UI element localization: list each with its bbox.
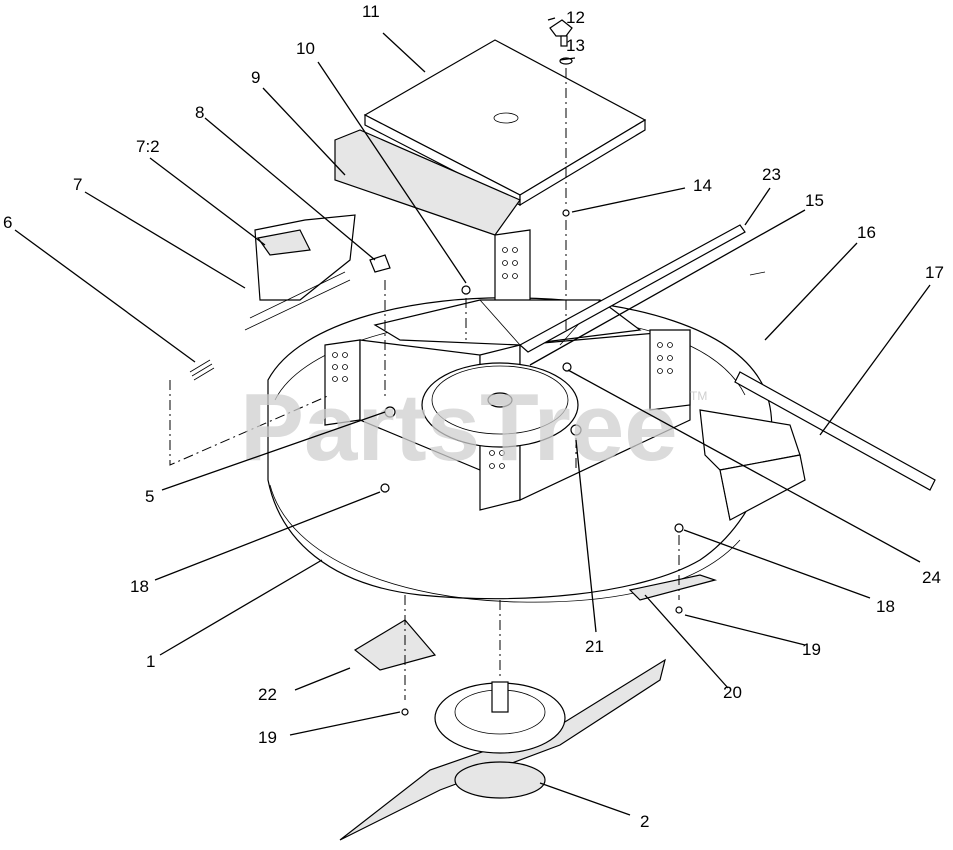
watermark: PartsTree TM <box>240 374 707 481</box>
callout-22: 22 <box>258 685 277 704</box>
callout-7-2: 7:2 <box>136 137 160 156</box>
callout-19-left: 19 <box>258 728 277 747</box>
rod <box>734 271 936 491</box>
callout-17: 17 <box>925 263 944 282</box>
watermark-text: PartsTree <box>240 374 678 481</box>
callout-20: 20 <box>723 683 742 702</box>
callout-12: 12 <box>566 8 585 27</box>
deflector <box>244 214 391 331</box>
callout-7: 7 <box>73 175 82 194</box>
belt-guide-rail <box>518 224 746 353</box>
baffle <box>353 619 437 671</box>
callout-24: 24 <box>922 568 941 587</box>
callout-14: 14 <box>693 176 712 195</box>
callout-9: 9 <box>251 68 260 87</box>
callout-10: 10 <box>296 39 315 58</box>
callout-16: 16 <box>857 223 876 242</box>
pulley <box>421 362 579 448</box>
watermark-tm: TM <box>690 389 707 403</box>
callout-23: 23 <box>762 165 781 184</box>
callout-21: 21 <box>585 637 604 656</box>
blade-hub <box>339 658 666 841</box>
assembly-lines <box>169 68 680 700</box>
trim-blade <box>628 574 718 601</box>
callout-1: 1 <box>146 652 155 671</box>
leader-lines <box>14 17 931 816</box>
knob <box>549 19 573 217</box>
callout-15: 15 <box>805 191 824 210</box>
callout-19-right: 19 <box>802 640 821 659</box>
callout-labels: 11 12 13 10 9 8 7:2 7 6 14 23 15 16 17 5… <box>3 2 944 831</box>
fasteners <box>380 285 684 716</box>
callout-6: 6 <box>3 213 12 232</box>
spring <box>189 359 215 381</box>
callout-8: 8 <box>195 103 204 122</box>
callout-18-left: 18 <box>130 577 149 596</box>
callout-11: 11 <box>362 2 380 21</box>
callout-5: 5 <box>145 487 154 506</box>
callout-18-right: 18 <box>876 597 895 616</box>
callout-13: 13 <box>566 36 585 55</box>
callout-2: 2 <box>640 812 649 831</box>
